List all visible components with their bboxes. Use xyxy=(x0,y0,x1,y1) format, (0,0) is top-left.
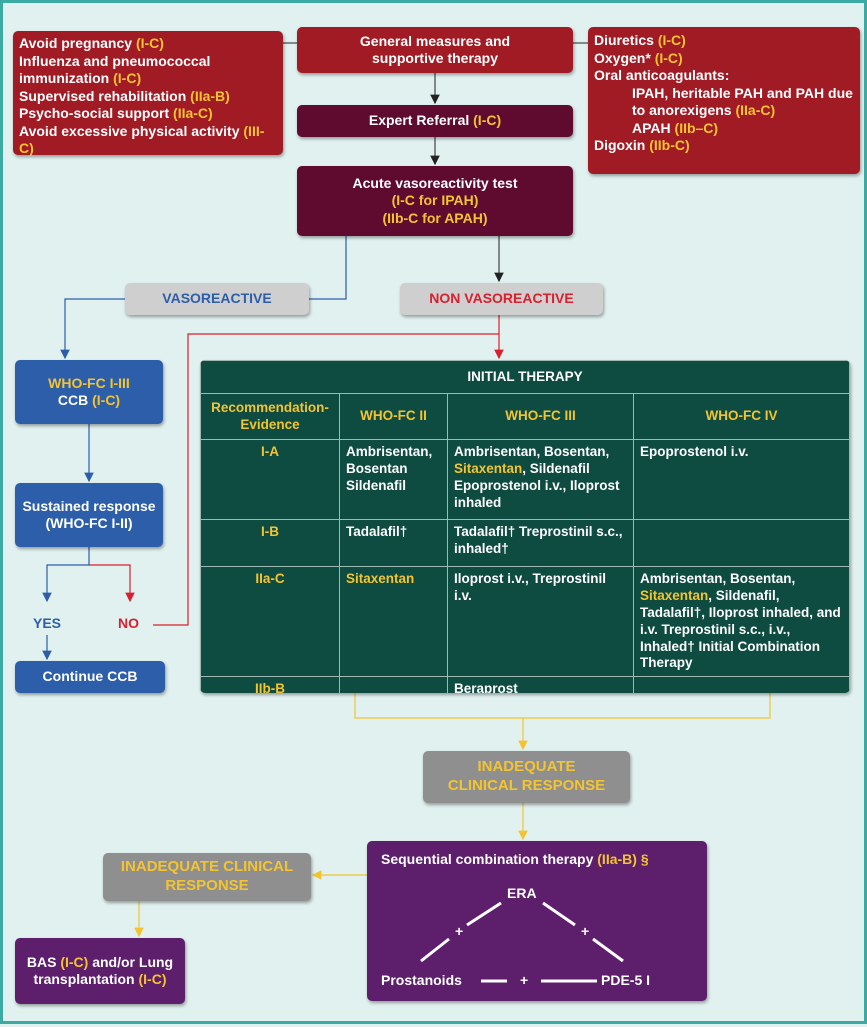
initial-therapy-table: INITIAL THERAPY Recommendation-Evidence … xyxy=(200,360,850,693)
inadequate-response-box-2: INADEQUATE CLINICAL RESPONSE xyxy=(103,853,311,901)
measure-item: Supervised rehabilitation (IIa-B) xyxy=(19,87,230,104)
pde5-label: PDE-5 I xyxy=(601,972,651,988)
measure-item: Avoid pregnancy (I-C) xyxy=(19,35,164,51)
expert-referral-box: Expert Referral (I-C) xyxy=(297,105,573,137)
col-header: WHO-FC II xyxy=(339,393,448,440)
plus-sign: + xyxy=(581,923,590,939)
combination-triangle xyxy=(420,901,624,983)
col-header: Recommendation-Evidence xyxy=(200,393,340,440)
plus-sign: + xyxy=(455,923,464,939)
table-row: IIb-B Beraprost xyxy=(200,676,850,693)
sustained-response-box: Sustained response(WHO-FC I-II) xyxy=(15,483,163,547)
yes-label: YES xyxy=(33,615,62,631)
continue-ccb-box: Continue CCB xyxy=(15,661,165,693)
bas-transplant-box: BAS (I-C) and/or Lung transplantation (I… xyxy=(15,938,185,1004)
nonvasoreactive-label: NON VASOREACTIVE xyxy=(400,283,603,315)
measure-item: Avoid excessive physical activity (III-C… xyxy=(19,122,265,157)
measure-item: Influenza and pneumococcal immunization … xyxy=(19,52,211,87)
sequential-combination-box: Sequential combination therapy (IIa-B) §… xyxy=(367,841,707,1001)
prostanoids-label: Prostanoids xyxy=(381,972,462,988)
connector-lines xyxy=(42,42,771,938)
table-row: IIa-C Sitaxentan Iloprost i.v., Treprost… xyxy=(200,565,850,678)
vasoreactivity-test-box: Acute vasoreactivity test(I-C for IPAH)(… xyxy=(297,166,573,236)
col-header: WHO-FC IV xyxy=(633,393,850,440)
vasoreactive-label: VASOREACTIVE xyxy=(125,283,309,315)
measure-item: Psycho-social support (IIa-C) xyxy=(19,105,213,121)
col-header: WHO-FC III xyxy=(447,393,634,440)
table-title: INITIAL THERAPY xyxy=(200,360,850,394)
table-row: I-A Ambrisentan, Bosentan Sildenafil Amb… xyxy=(200,439,850,520)
plus-sign: + xyxy=(520,972,529,988)
no-label: NO xyxy=(118,615,139,631)
supportive-therapy-box: Diuretics (I-C) Oxygen* (I-C) Oral antic… xyxy=(588,27,860,174)
general-measures-box: General measures and supportive therapy xyxy=(297,27,573,73)
avoid-measures-box: Avoid pregnancy (I-C) Influenza and pneu… xyxy=(13,31,283,157)
era-label: ERA xyxy=(507,885,537,901)
table-row: I-B Tadalafil† Tadalafil† Treprostinil s… xyxy=(200,519,850,567)
inadequate-response-box-1: INADEQUATE CLINICAL RESPONSE xyxy=(423,751,630,803)
